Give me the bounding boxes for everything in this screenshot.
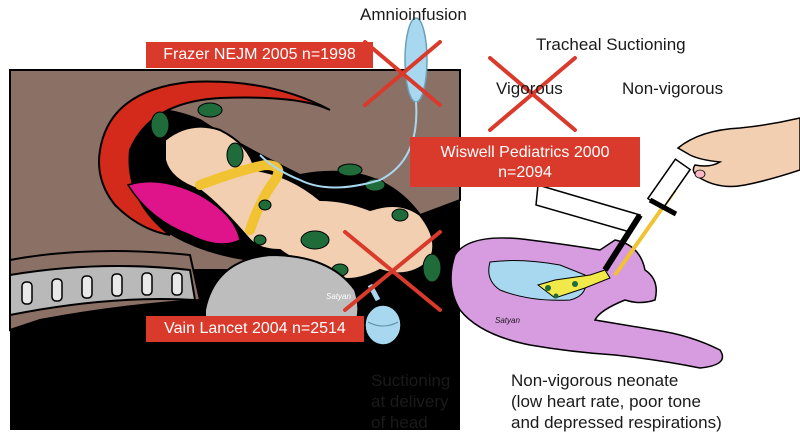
neonate-scene	[450, 117, 800, 369]
spine-segments	[21, 272, 183, 305]
suctioning-at-delivery-label: Suctioning at delivery of head	[371, 371, 451, 432]
cross-outs	[343, 40, 577, 312]
laryngoscope-blade	[535, 184, 642, 233]
bulb-syringe	[364, 304, 402, 346]
signature-left: Satyan	[326, 292, 351, 301]
neonate-caption: Non-vigorous neonate (low heart rate, po…	[511, 371, 722, 432]
non-vigorous-label: Non-vigorous	[622, 79, 724, 98]
tracheal-suctioning-label: Tracheal Suctioning	[536, 35, 686, 54]
study-badge-wiswell: Wiswell Pediatrics 2000 n=2094	[410, 137, 640, 187]
vigorous-label: Vigorous	[496, 79, 563, 98]
cross-amnioinfusion-b	[363, 40, 442, 107]
study-badge-frazer: Frazer NEJM 2005 n=1998	[146, 42, 373, 68]
study-badge-vain: Vain Lancet 2004 n=2514	[146, 316, 364, 342]
amnioinfusion-label: Amnioinfusion	[360, 5, 467, 24]
membrane	[98, 80, 331, 236]
meconium-particles	[150, 102, 442, 283]
signature-right: Satyan	[495, 316, 520, 325]
neonate-body	[450, 237, 724, 369]
cross-suctioning-b	[343, 230, 442, 312]
laryngoscope-handle	[602, 213, 643, 272]
cross-vigorous-b	[488, 56, 577, 132]
placenta	[126, 180, 241, 245]
hand	[676, 117, 800, 188]
